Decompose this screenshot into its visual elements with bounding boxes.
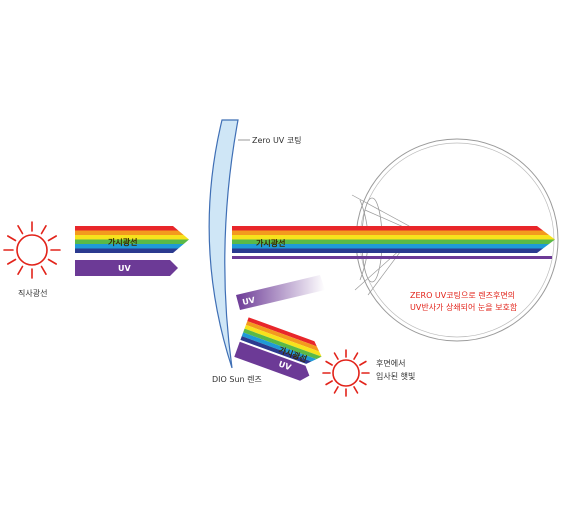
spectrum-band: [75, 235, 189, 240]
incoming-visible-beam: [75, 226, 189, 253]
sun-icon: [3, 221, 61, 279]
spectrum-band: [243, 328, 322, 360]
incoming-uv-beam: [75, 260, 178, 276]
note-line-1: ZERO UV코팅으로 렌즈후면의: [410, 290, 515, 300]
reflected-uv-fade: [236, 275, 325, 310]
spectrum-band: [232, 230, 549, 235]
spectrum-band: [244, 324, 322, 357]
spectrum-band: [75, 226, 179, 231]
spectrum-band: [232, 248, 543, 253]
spectrum-band: [75, 230, 184, 235]
spectrum-band: [75, 244, 184, 249]
back-sun-icon: [322, 349, 370, 397]
spectrum-band: [245, 321, 320, 352]
spectrum-band: [232, 235, 555, 240]
backside-beam: [234, 317, 322, 381]
spectrum-band: [247, 317, 317, 347]
spectrum-band: [75, 239, 189, 244]
reflected-uv-label: UV: [242, 295, 257, 307]
note-line-2: UV반사가 상쇄되어 눈을 보호함: [410, 302, 518, 312]
transmitted-uv-strip: [232, 256, 552, 259]
direct-sunlight-label: 직사광선: [18, 288, 47, 298]
transmitted-visible-label: 가시광선: [256, 238, 285, 248]
backside-uv-label: UV: [277, 359, 293, 372]
incoming-visible-label: 가시광선: [108, 237, 137, 247]
transmitted-visible-beam: [232, 226, 555, 253]
spectrum-band: [232, 226, 543, 231]
lens-name-label: DIO Sun 렌즈: [212, 374, 262, 384]
back-light-label-line1: 후면에서: [376, 358, 405, 368]
dio-sun-lens: [208, 119, 239, 369]
backside-uv-beam: [234, 341, 310, 381]
spectrum-band: [232, 244, 549, 249]
spectrum-band: [240, 336, 312, 364]
spectrum-band: [232, 239, 555, 244]
spectrum-band: [241, 332, 317, 362]
zero-uv-coating-label: Zero UV 코팅: [252, 135, 302, 145]
incoming-uv-label: UV: [118, 264, 131, 273]
spectrum-band: [75, 248, 179, 253]
back-light-label-line2: 입사된 햇빛: [376, 371, 415, 381]
